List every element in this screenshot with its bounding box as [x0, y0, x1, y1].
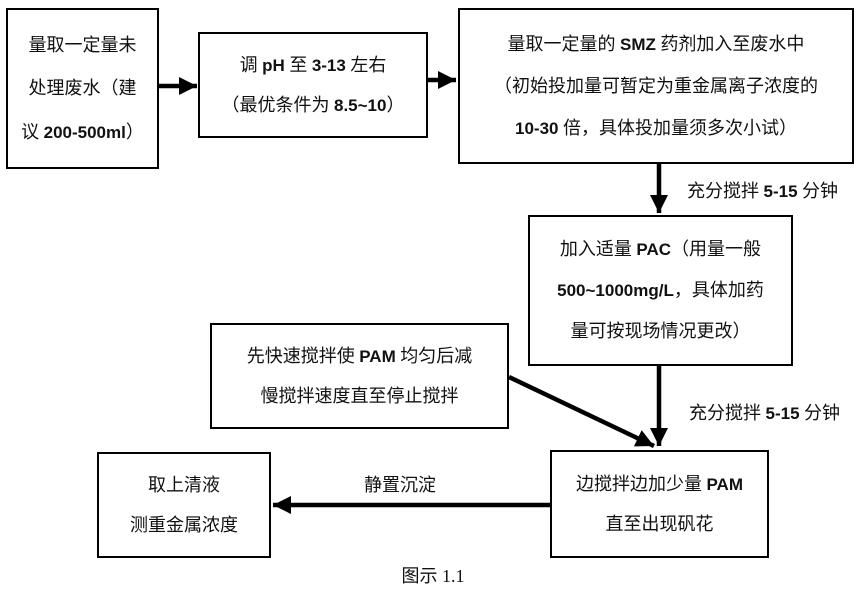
flow-box-line: （初始投加量可暂定为重金属离子浓度的 [494, 75, 818, 96]
flow-box-line: 处理废水（建 [28, 78, 137, 99]
flow-box-add-pac: 加入适量 PAC（用量一般 500~1000mg/L，具体加药 量可按现场情况更… [528, 215, 793, 366]
flow-box-line: 测重金属浓度 [130, 514, 238, 535]
arrow-note-to-pam [508, 374, 655, 449]
flow-box-line: 10-30 倍，具体投加量须多次小试） [515, 117, 797, 138]
flow-box-sample-supernatant: 取上清液 测重金属浓度 [97, 452, 271, 558]
flow-box-line: （最优条件为 8.5~10） [221, 94, 405, 115]
edge-label-stir-after-smz: 充分搅拌 5-15 分钟 [687, 181, 839, 201]
flow-box-line: 量取一定量未 [28, 34, 137, 55]
flow-box-pam-mixing-note: 先快速搅拌使 PAM 均匀后减 慢搅拌速度直至停止搅拌 [210, 323, 509, 429]
edge-label-settle: 静置沉淀 [364, 475, 436, 495]
flow-box-line: 直至出现矾花 [605, 513, 714, 534]
figure-caption: 图示 1.1 [401, 566, 465, 586]
flow-box-line: 慢搅拌速度直至停止搅拌 [260, 385, 459, 406]
flow-box-add-pam: 边搅拌边加少量 PAM 直至出现矾花 [550, 450, 769, 558]
flow-box-line: 议 200-500ml） [21, 121, 144, 142]
flow-box-line: 500~1000mg/L，具体加药 [557, 280, 764, 301]
edge-label-stir-after-pac: 充分搅拌 5-15 分钟 [689, 403, 841, 423]
flow-box-line: 调 pH 至 3-13 左右 [239, 55, 387, 75]
flow-box-line: 先快速搅拌使 PAM 均匀后减 [246, 346, 473, 366]
flow-box-adjust-ph: 调 pH 至 3-13 左右 （最优条件为 8.5~10） [198, 32, 428, 138]
flow-box-line: 加入适量 PAC（用量一般 [559, 239, 762, 260]
flow-box-line: 量可按现场情况更改） [570, 321, 751, 342]
flow-box-line: 边搅拌边加少量 PAM [575, 473, 743, 494]
flow-box-line: 量取一定量的 SMZ 药剂加入至废水中 [507, 33, 805, 54]
flow-box-add-smz: 量取一定量的 SMZ 药剂加入至废水中 （初始投加量可暂定为重金属离子浓度的 1… [458, 8, 854, 164]
flow-box-line: 取上清液 [148, 475, 220, 495]
flow-box-measure-wastewater: 量取一定量未 处理废水（建 议 200-500ml） [6, 8, 159, 169]
